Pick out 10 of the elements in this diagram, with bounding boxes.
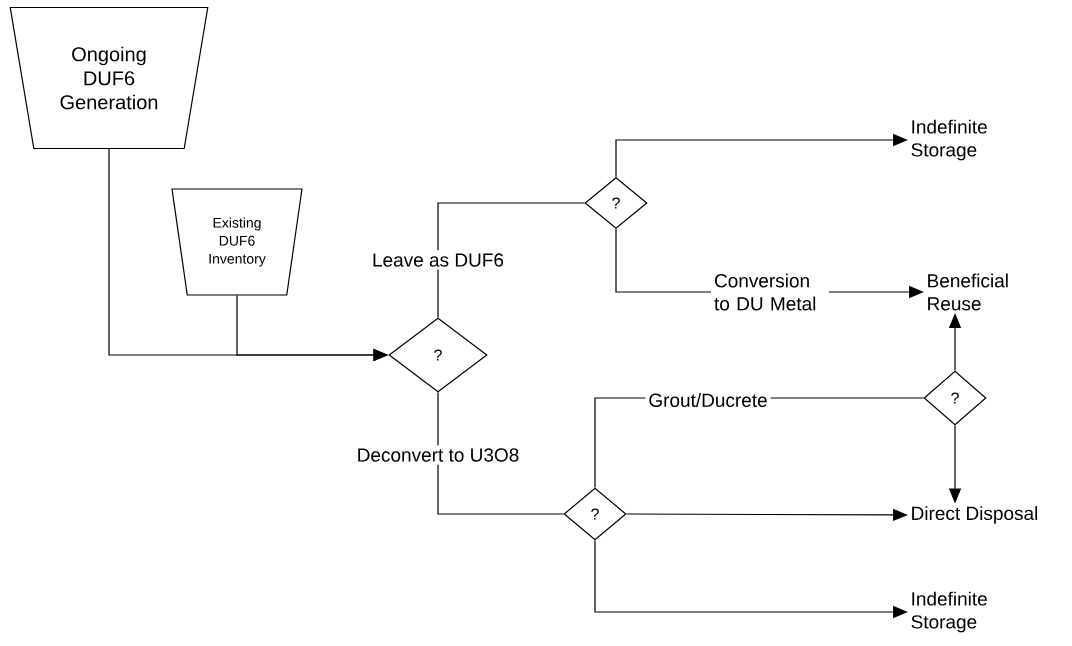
edge-label: Conversion to DU Metal [711,270,829,314]
trapezoid-box: Existing DUF6 Inventory [171,188,303,296]
edge-label: Grout/Ducrete [645,390,771,410]
outcome-label: Direct Disposal [912,506,1038,524]
outcome-label: Indefinite Storage [911,591,987,633]
edge-label: Leave as DUF6 [369,250,507,270]
edge-label: Deconvert to U3O8 [353,445,523,465]
outcome-label: Beneficial Reuse [928,273,1008,311]
trapezoid-box: Ongoing DUF6 Generation [9,6,209,150]
outcome-label: Indefinite Storage [911,119,987,161]
